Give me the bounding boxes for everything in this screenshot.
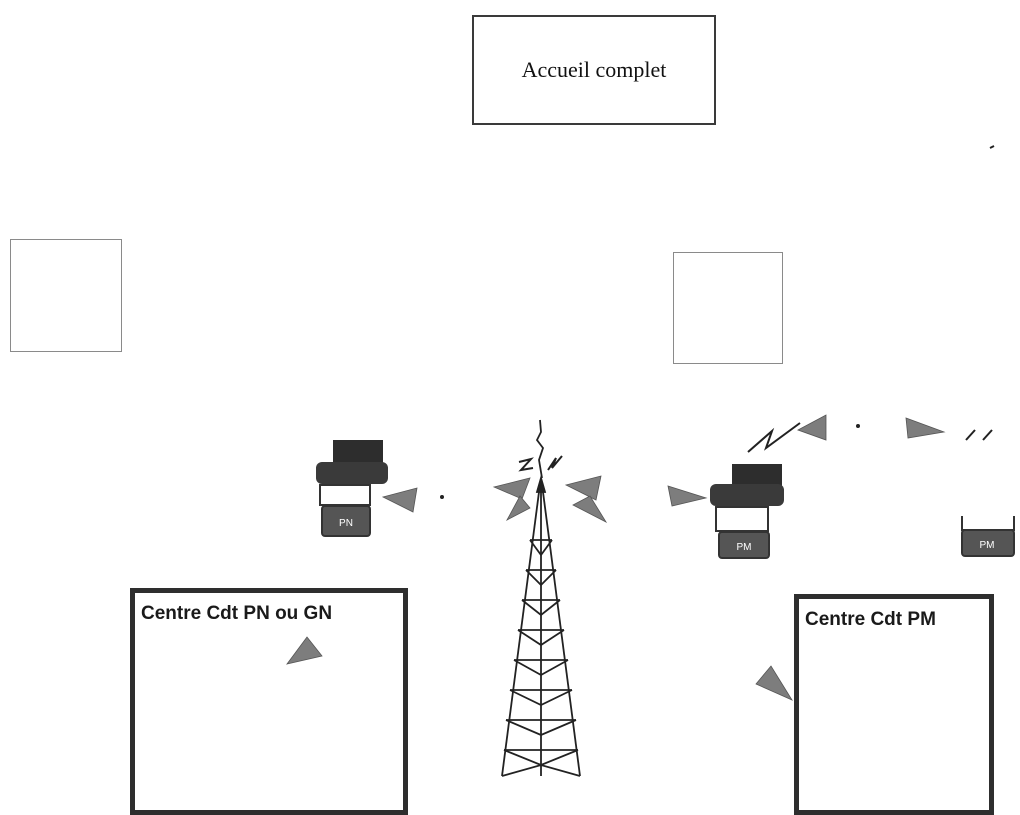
accueil-complet-box: Accueil complet [472, 15, 716, 125]
centre-cdt-pn-gn-box: Centre Cdt PN ou GN [130, 588, 408, 815]
arrow-left-center-icon [286, 636, 323, 665]
arrow-upper-left-icon [797, 414, 827, 441]
radio-unit-pm-right-icon: PM [961, 516, 1015, 557]
arrow-antenna-right-lower-icon [572, 495, 608, 524]
arrow-right-center-icon [755, 665, 794, 701]
distant-signal-marks [440, 145, 995, 499]
signal-zigzag-icon [518, 455, 563, 472]
empty-box-left [10, 239, 122, 352]
radio-unit-pn-label: PN [339, 518, 353, 529]
arrow-to-middle-unit-icon [667, 485, 708, 507]
radio-unit-pm-icon: PM [710, 464, 784, 559]
radio-unit-pm-right-label: PM [980, 540, 995, 551]
centre-cdt-pm-label: Centre Cdt PM [805, 609, 936, 630]
arrow-antenna-right-upper-icon [564, 475, 602, 501]
upper-signal-zigzag-icon [747, 422, 801, 453]
radio-unit-pn-icon: PN [316, 440, 388, 537]
arrow-antenna-left-upper-icon [492, 477, 531, 500]
radio-unit-pm-label: PM [737, 542, 752, 553]
arrow-left-unit-icon [381, 487, 418, 513]
centre-cdt-pn-gn-label: Centre Cdt PN ou GN [141, 603, 333, 624]
arrow-antenna-left-lower-icon [506, 495, 531, 521]
empty-box-right [673, 252, 783, 364]
centre-cdt-pm-box: Centre Cdt PM [794, 594, 994, 815]
arrow-upper-right-icon [905, 417, 946, 439]
signal-arrows [286, 414, 946, 701]
accueil-complet-label: Accueil complet [521, 57, 667, 82]
antenna-tower-icon [501, 419, 581, 777]
